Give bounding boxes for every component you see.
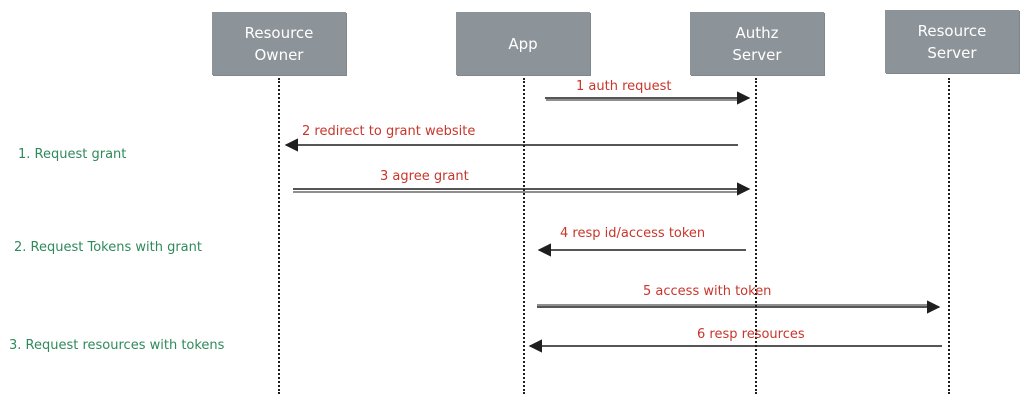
phase-label-3: 3. Request resources with tokens	[9, 338, 225, 353]
participant-label-line: Authz	[735, 23, 779, 42]
message-number: 2	[302, 124, 311, 139]
phase-label-2: 2. Request Tokens with grant	[14, 240, 202, 255]
lifeline-authz-server	[755, 78, 757, 394]
message-text: auth request	[588, 79, 672, 94]
participant-resource-owner: Resource Owner	[212, 12, 346, 75]
message-number: 4	[560, 226, 569, 241]
message-text: access with token	[655, 284, 772, 299]
message-number: 3	[380, 169, 389, 184]
message-text: resp resources	[709, 327, 805, 342]
participant-label-line: Resource	[917, 21, 987, 40]
participant-label-line: Server	[732, 45, 782, 64]
phase-label-1: 1. Request grant	[18, 147, 127, 162]
lifeline-resource-owner	[278, 78, 280, 394]
lifeline-resource-server	[948, 78, 950, 394]
participant-label-line: Owner	[254, 45, 304, 64]
message-number: 5	[643, 284, 652, 299]
arrow-3	[293, 182, 751, 196]
arrow-5	[537, 300, 941, 314]
message-label-5: 5 access with token	[643, 284, 771, 299]
participant-resource-server: Resource Server	[885, 10, 1019, 73]
message-label-1: 1 auth request	[576, 79, 672, 94]
message-label-3: 3 agree grant	[380, 169, 469, 184]
participant-app: App	[456, 12, 590, 75]
message-label-6: 6 resp resources	[697, 327, 805, 342]
message-number: 6	[697, 327, 706, 342]
arrow-1	[545, 91, 751, 105]
message-label-2: 2 redirect to grant website	[302, 124, 475, 139]
participant-label-line: App	[508, 34, 538, 53]
message-label-4: 4 resp id/access token	[560, 226, 705, 241]
participant-label-line: Resource	[244, 23, 314, 42]
message-text: resp id/access token	[572, 226, 706, 241]
message-text: agree grant	[392, 169, 469, 184]
participant-label-line: Server	[927, 43, 977, 62]
lifeline-app	[523, 78, 525, 394]
message-number: 1	[576, 79, 585, 94]
message-text: redirect to grant website	[314, 124, 476, 139]
participant-authz-server: Authz Server	[690, 12, 824, 75]
